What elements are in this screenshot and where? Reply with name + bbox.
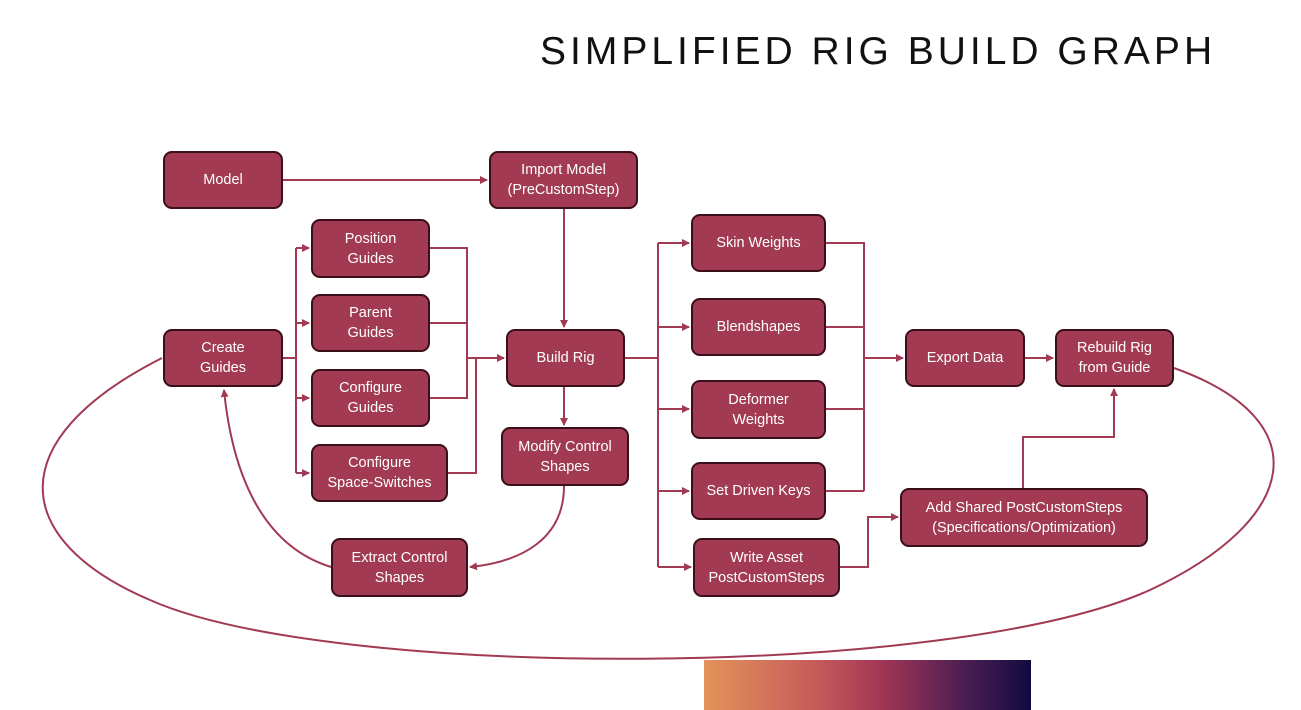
edge-skin-weights-merge <box>825 242 865 491</box>
node-position-guides: Position Guides <box>311 219 430 278</box>
node-import-model: Import Model (PreCustomStep) <box>489 151 638 209</box>
edge-add-shared-to-rebuild <box>1022 388 1118 488</box>
node-modify-control-shapes: Modify Control Shapes <box>501 427 629 486</box>
node-extract-control-shapes: Extract Control Shapes <box>331 538 468 597</box>
edge-rebuild-loop <box>41 357 1275 660</box>
slide-title: SIMPLIFIED RIG BUILD GRAPH <box>540 30 1217 73</box>
decorative-gradient-bar <box>704 660 1031 710</box>
node-create-guides: Create Guides <box>163 329 283 387</box>
node-parent-guides: Parent Guides <box>311 294 430 352</box>
node-write-asset-postcustomsteps: Write Asset PostCustomSteps <box>693 538 840 597</box>
node-export-data: Export Data <box>905 329 1025 387</box>
node-skin-weights: Skin Weights <box>691 214 826 272</box>
edge-position-guides-merge <box>429 247 468 358</box>
edge-write-asset-to-add-shared <box>839 513 899 568</box>
edge-configure-guides-merge <box>429 358 468 399</box>
edge-modify-to-extract <box>469 485 565 571</box>
node-configure-space-switches: Configure Space-Switches <box>311 444 448 502</box>
node-deformer-weights: Deformer Weights <box>691 380 826 439</box>
node-model: Model <box>163 151 283 209</box>
node-rebuild-rig-from-guide: Rebuild Rig from Guide <box>1055 329 1174 387</box>
node-configure-guides: Configure Guides <box>311 369 430 427</box>
edge-space-switches-merge <box>447 358 477 474</box>
node-add-shared-postcustomsteps: Add Shared PostCustomSteps (Specificatio… <box>900 488 1148 547</box>
node-build-rig: Build Rig <box>506 329 625 387</box>
node-set-driven-keys: Set Driven Keys <box>691 462 826 520</box>
node-blendshapes: Blendshapes <box>691 298 826 356</box>
edge-extract-to-create-guides <box>220 389 332 568</box>
